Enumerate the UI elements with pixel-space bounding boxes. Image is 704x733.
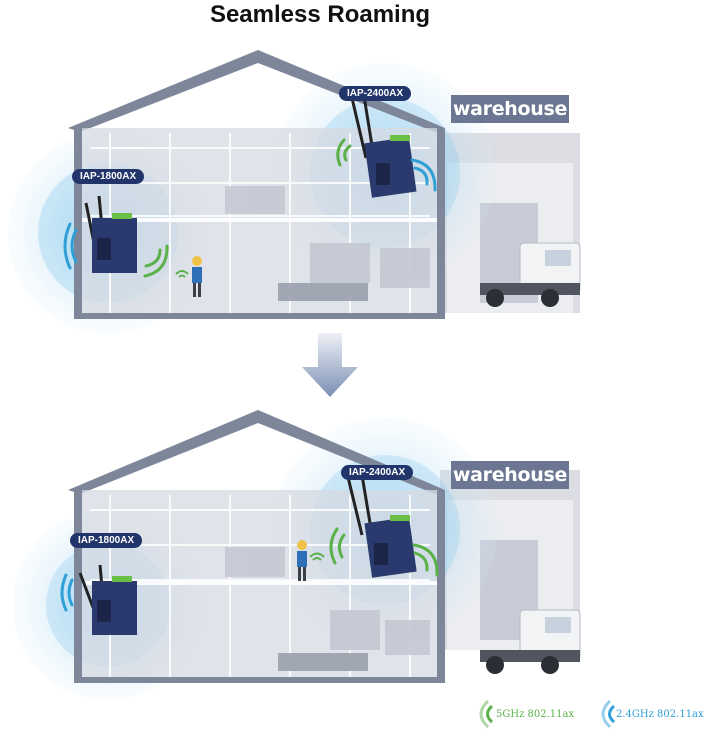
truck xyxy=(480,242,581,307)
ap-label-left: IAP-1800AX xyxy=(72,169,145,184)
legend-5ghz: 5GHz 802.11ax xyxy=(468,697,578,731)
access-point-right xyxy=(350,95,417,198)
warehouse-sign: warehouse xyxy=(451,461,569,489)
access-point-left xyxy=(78,564,137,635)
worker xyxy=(175,256,202,297)
scene-before-roaming: warehouse IAP-2400AX IAP-1800AX xyxy=(0,28,700,358)
access-point-left xyxy=(84,195,137,273)
page-title: Seamless Roaming xyxy=(209,1,431,28)
down-arrow-icon xyxy=(302,333,358,397)
warehouse-sign: warehouse xyxy=(451,95,569,123)
legend-5ghz-label: 5GHz 802.11ax xyxy=(496,709,575,720)
worker xyxy=(297,540,325,581)
legend-24ghz-label: 2.4GHz 802.11ax xyxy=(616,709,704,720)
truck xyxy=(480,609,581,674)
legend-24ghz: 2.4GHz 802.11ax xyxy=(590,697,704,731)
access-point-right xyxy=(346,474,417,578)
signal-5ghz-icon xyxy=(479,699,494,729)
scene-after-roaming: warehouse IAP-2400AX IAP-1800AX xyxy=(0,395,700,725)
ap-label-right: IAP-2400AX xyxy=(341,465,414,480)
ap-label-right: IAP-2400AX xyxy=(339,86,412,101)
warehouse-illustration-top xyxy=(8,50,581,333)
ap-label-left: IAP-1800AX xyxy=(70,533,143,548)
signal-24ghz-icon xyxy=(601,699,616,729)
warehouse-illustration-bottom xyxy=(13,410,581,700)
